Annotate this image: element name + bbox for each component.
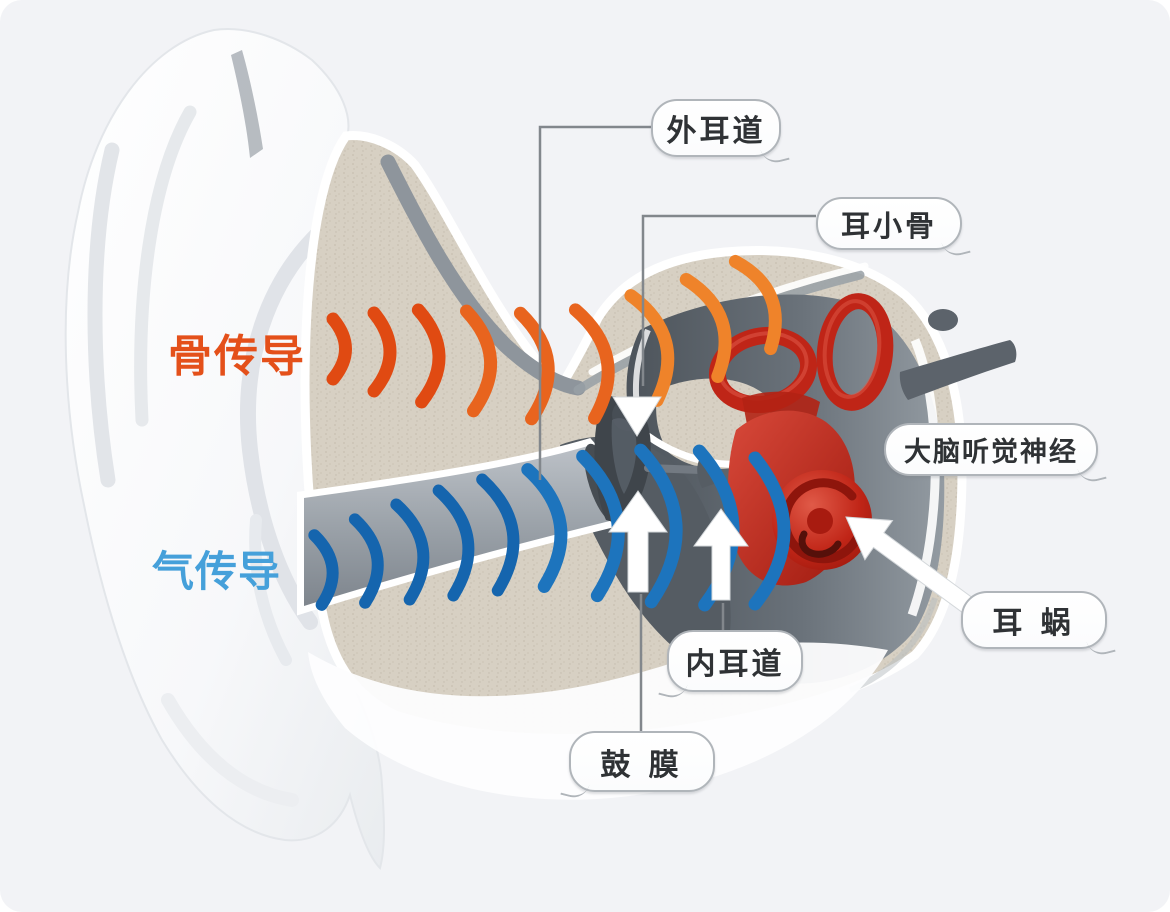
label-auditory-nerve-text: 大脑听觉神经: [904, 437, 1078, 467]
pointer-ear-canal: [538, 125, 651, 480]
label-ear-canal-text: 外耳道: [666, 115, 766, 148]
arrow-up-eardrum: [608, 490, 668, 593]
pinna: [64, 28, 385, 870]
label-eardrum-text: 鼓 膜: [600, 748, 684, 782]
label-internal-ear-canal: 内耳道: [667, 630, 803, 692]
pathway-label-bone-conduction: 骨传导: [168, 332, 306, 381]
label-internal-ear-canal-text: 内耳道: [685, 648, 785, 681]
arrow-down-ossicles: [612, 396, 662, 437]
label-auditory-nerve: 大脑听觉神经: [884, 423, 1098, 476]
arrow-up-inner-canal: [693, 508, 749, 601]
air-conduction-waves: [308, 443, 791, 612]
flow-arrows: [608, 396, 976, 616]
label-ear-canal: 外耳道: [651, 99, 781, 157]
label-cochlea: 耳 蜗: [961, 591, 1107, 649]
label-eardrum: 鼓 膜: [569, 731, 715, 792]
helix-notch-shadow: [231, 50, 263, 158]
pathway-label-air-conduction: 气传导: [152, 548, 282, 595]
label-ossicles-text: 耳小骨: [840, 210, 937, 243]
pointer-ossicles: [641, 214, 816, 386]
label-cochlea-text: 耳 蜗: [992, 607, 1076, 640]
bone-shadow-edge: [380, 154, 586, 396]
cochlea: [708, 293, 894, 586]
auditory-nerve: [899, 309, 1017, 400]
label-ossicles: 耳小骨: [816, 197, 962, 250]
pointer-lines: [538, 125, 816, 731]
